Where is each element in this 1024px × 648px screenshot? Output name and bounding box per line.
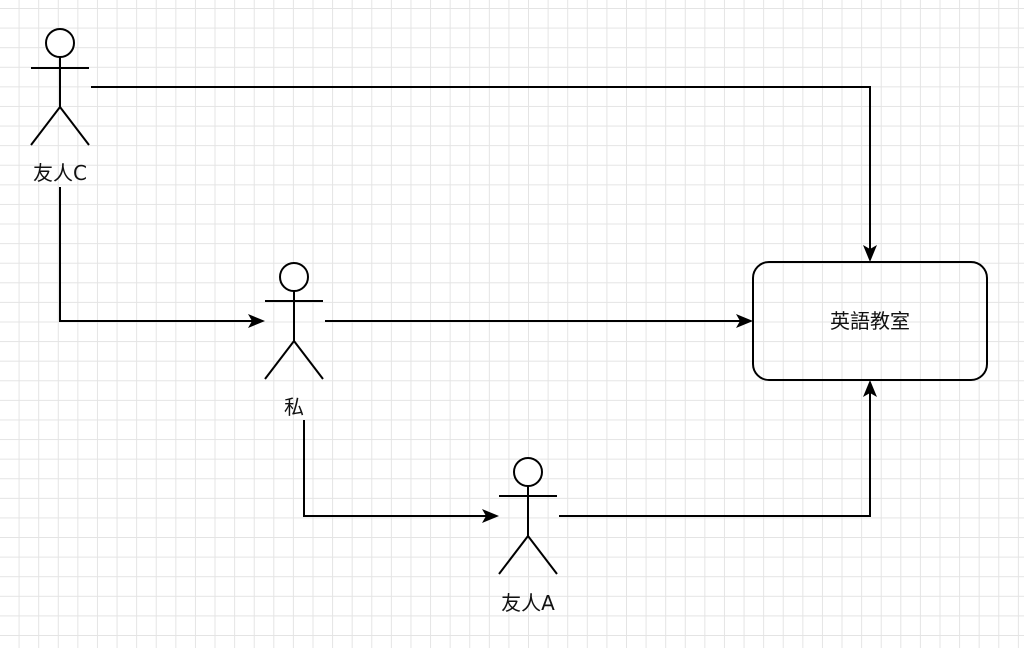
actor-friend-c[interactable]: 友人C	[30, 28, 90, 185]
actor-head	[513, 457, 543, 487]
actor-right-leg	[527, 535, 558, 575]
arrowhead	[863, 245, 877, 262]
actor-me[interactable]: 私	[264, 262, 324, 419]
edge-line	[91, 86, 871, 250]
actor-left-leg	[498, 535, 529, 575]
edge-friend-c-to-target[interactable]	[91, 86, 877, 262]
edge-line	[59, 187, 253, 322]
arrowhead	[863, 380, 877, 397]
edge-me-to-friend-a[interactable]	[303, 420, 499, 523]
arrowhead	[736, 314, 753, 328]
actor-friend-a[interactable]: 友人A	[498, 457, 558, 615]
actor-head	[45, 28, 75, 58]
arrowhead	[248, 314, 265, 328]
arrowhead	[482, 509, 499, 523]
actor-label-friend-a: 友人A	[501, 591, 555, 615]
actor-label-me: 私	[284, 395, 304, 419]
edge-line	[559, 392, 871, 517]
edge-me-to-target[interactable]	[325, 314, 753, 328]
actor-label-friend-c: 友人C	[33, 161, 87, 185]
target-label: 英語教室	[830, 309, 910, 333]
edge-friend-a-to-target[interactable]	[559, 380, 877, 517]
edge-line	[303, 420, 487, 517]
actor-right-leg	[293, 340, 324, 380]
actor-left-leg	[264, 340, 295, 380]
target-node-english-school[interactable]: 英語教室	[752, 261, 988, 381]
actor-right-leg	[59, 106, 90, 146]
edge-friend-c-to-me[interactable]	[59, 187, 265, 328]
actor-left-leg	[30, 106, 61, 146]
actor-head	[279, 262, 309, 292]
